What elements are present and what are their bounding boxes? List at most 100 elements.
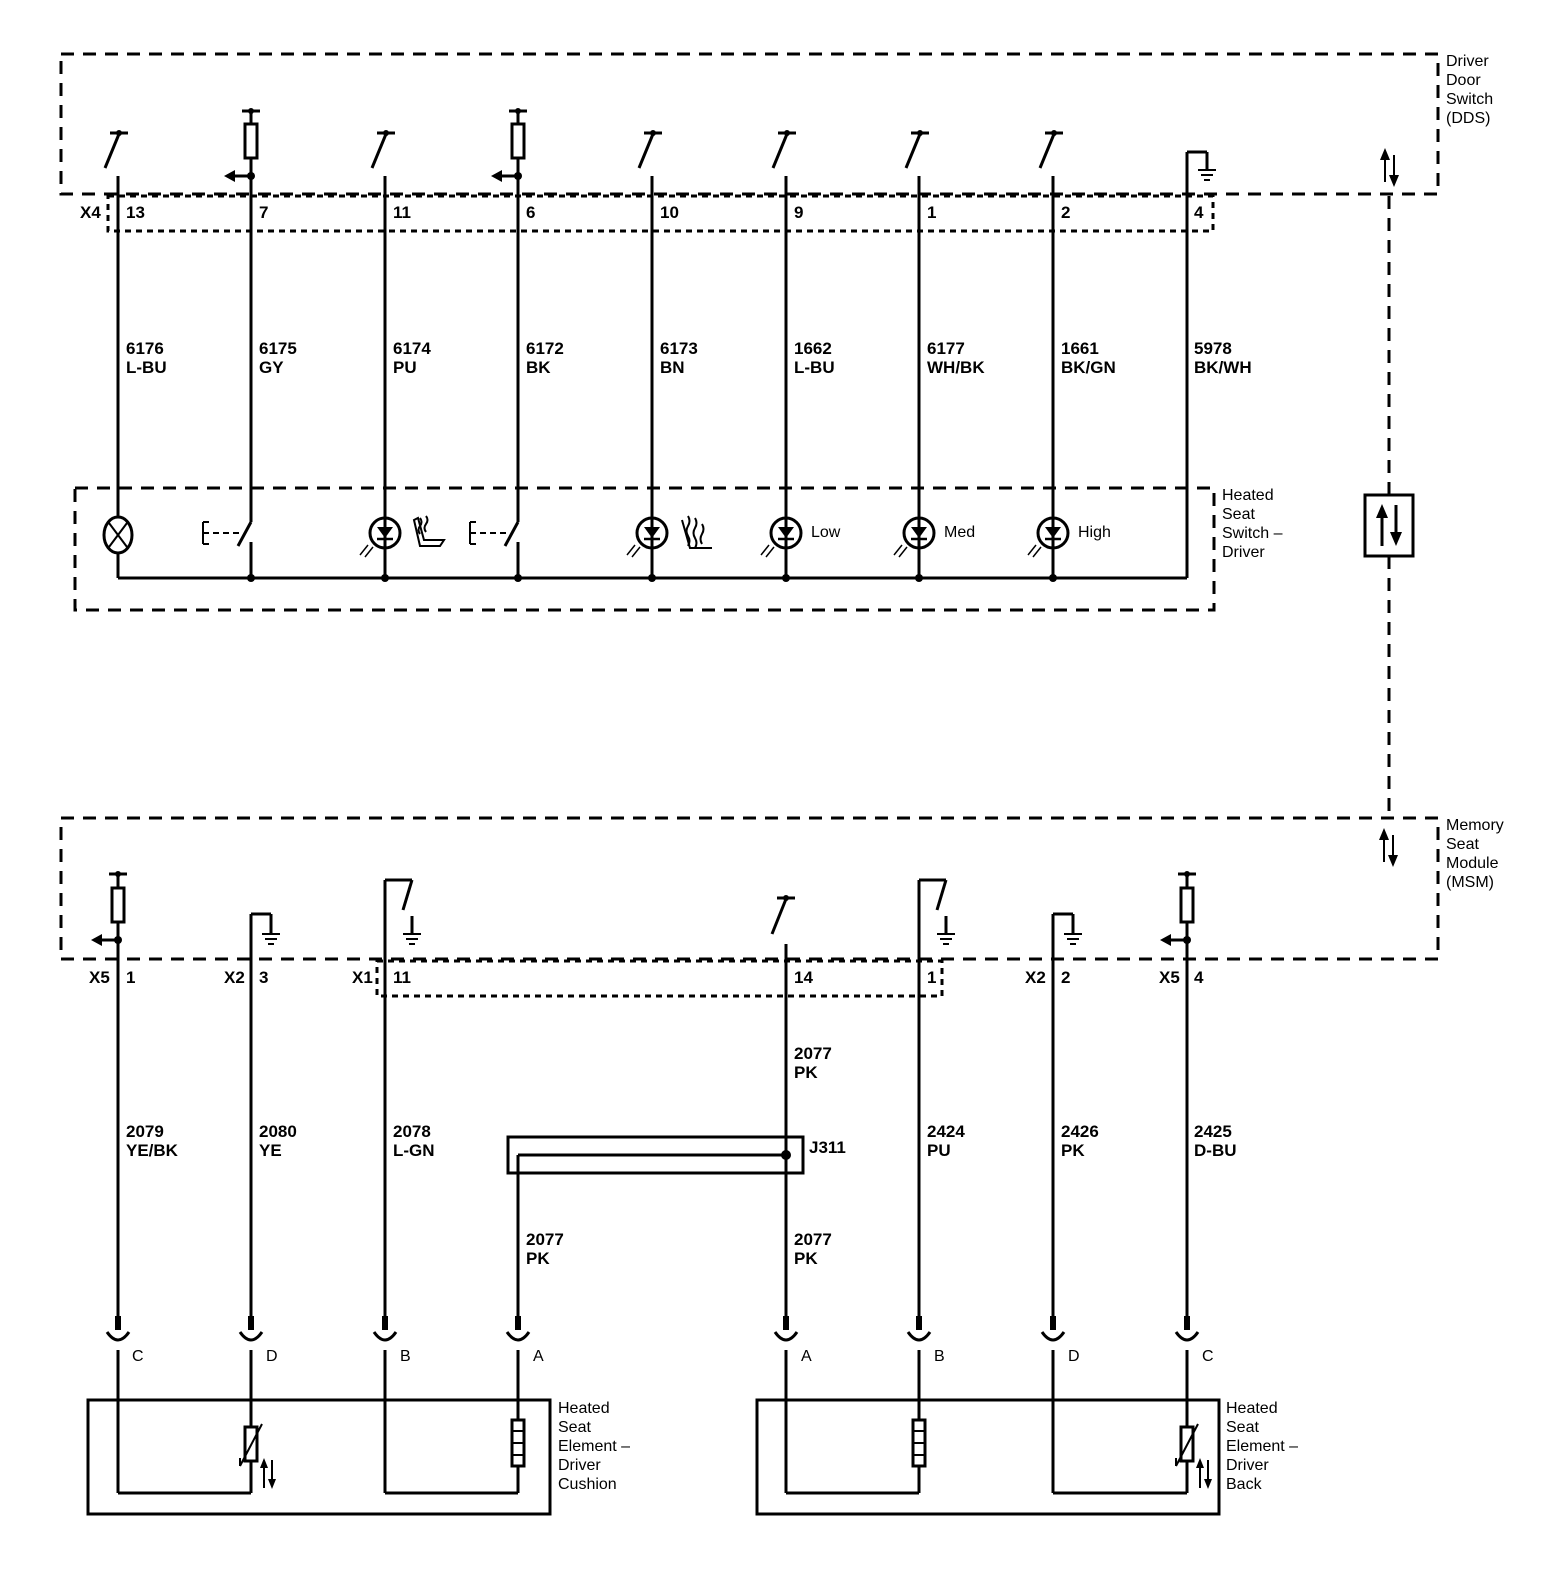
wire-circuit: 6172 — [526, 339, 564, 358]
heater-icon — [911, 1418, 927, 1468]
indicator-med: Med — [944, 524, 975, 541]
back-label-4: Driver — [1226, 1457, 1269, 1474]
heater-icon — [510, 1418, 526, 1468]
pin-label: 14 — [794, 968, 813, 987]
x1-connector-region — [375, 959, 944, 998]
wire-circuit: 6174 — [393, 339, 431, 358]
pin-label: 2 — [1061, 968, 1070, 987]
cushion-label-5: Cushion — [558, 1476, 617, 1493]
seat-back-heat-icon — [681, 515, 712, 549]
top-pins: 13 7 11 6 10 9 1 2 4 — [126, 203, 1204, 222]
wire-color: L-BU — [794, 358, 835, 377]
momentary-switch-icon — [202, 521, 253, 547]
switch-label-3: Switch – — [1222, 525, 1283, 542]
cushion-label-3: Element – — [558, 1438, 630, 1455]
wire-circuit: 2077 — [794, 1044, 832, 1063]
terminal-label: C — [1202, 1348, 1214, 1365]
wire-color: YE/BK — [126, 1141, 179, 1160]
fuse-icon — [1160, 871, 1196, 946]
pin-label: 4 — [1194, 968, 1204, 987]
wire-circuit: 1661 — [1061, 339, 1099, 358]
pin-7: 7 — [259, 203, 268, 222]
cushion-label-4: Driver — [558, 1457, 601, 1474]
ground-icon — [1187, 150, 1216, 181]
wire-color: PU — [927, 1141, 951, 1160]
pin-1: 1 — [927, 203, 936, 222]
wire-color: PK — [794, 1063, 818, 1082]
pin-label: 3 — [259, 968, 268, 987]
dds-label-3: Switch — [1446, 91, 1493, 108]
wire-circuit: 6175 — [259, 339, 297, 358]
wire-color: YE — [259, 1141, 282, 1160]
switch-label-4: Driver — [1222, 544, 1265, 561]
terminal-label: D — [266, 1348, 278, 1365]
led-icon — [760, 515, 803, 558]
lamp-icon — [102, 515, 134, 555]
serial-data-icon — [1363, 493, 1415, 558]
top-switch-contacts — [103, 130, 1063, 169]
heated-seat-cushion: Heated Seat Element – Driver Cushion — [86, 1350, 630, 1516]
pin-4: 4 — [1194, 203, 1204, 222]
msm-boundary — [59, 816, 1440, 961]
bottom-wires — [116, 880, 1189, 1320]
conn-label: X1 — [352, 968, 373, 987]
switch-icon — [385, 878, 421, 945]
top-wire-labels: 6176 L-BU 6175 GY 6174 PU 6172 BK 6173 B… — [126, 339, 1252, 377]
switch-icon — [904, 130, 929, 169]
wire-color: PU — [393, 358, 417, 377]
msm-label-1: Memory — [1446, 817, 1504, 834]
led-icon — [626, 515, 669, 558]
back-label-3: Element – — [1226, 1438, 1298, 1455]
top-pullup-resistors — [224, 108, 527, 182]
led-icon — [893, 515, 936, 558]
terminal-icon — [1040, 1316, 1066, 1342]
serial-data-icon — [1380, 148, 1399, 187]
ground-icon — [251, 912, 280, 945]
heated-seat-back: Heated Seat Element – Driver Back — [755, 1350, 1298, 1516]
bottom-wire-labels: 2079 YE/BK 2080 YE 2078 L-GN 2424 PU 242… — [126, 1044, 1237, 1268]
wire-circuit: 2425 — [1194, 1122, 1232, 1141]
cushion-boundary — [86, 1398, 552, 1516]
fuse-icon — [91, 871, 127, 946]
momentary-switch-icon — [469, 521, 520, 547]
back-boundary — [755, 1398, 1221, 1516]
pin-9: 9 — [794, 203, 803, 222]
wire-circuit: 2079 — [126, 1122, 164, 1141]
terminal-label: B — [934, 1348, 945, 1365]
serial-data-icon — [1379, 828, 1398, 867]
terminal-label: C — [132, 1348, 144, 1365]
terminal-icon — [105, 1316, 131, 1342]
thermistor-icon — [1175, 1423, 1212, 1489]
wire-circuit: 2078 — [393, 1122, 431, 1141]
splice-j311: J311 — [506, 1135, 846, 1175]
pin-label: 1 — [927, 968, 936, 987]
serial-data-link — [1363, 196, 1415, 816]
terminal-icon — [372, 1316, 398, 1342]
dds-label-1: Driver — [1446, 53, 1489, 70]
terminal-label: D — [1068, 1348, 1080, 1365]
pin-2: 2 — [1061, 203, 1070, 222]
led-icon — [359, 515, 402, 558]
wire-color: BK/GN — [1061, 358, 1116, 377]
wire-circuit: 6177 — [927, 339, 965, 358]
terminal-icon — [505, 1316, 531, 1342]
pin-10: 10 — [660, 203, 679, 222]
terminal-label: A — [533, 1348, 544, 1365]
back-label-1: Heated — [1226, 1400, 1278, 1417]
wire-color: PK — [1061, 1141, 1085, 1160]
pin-11: 11 — [393, 203, 411, 222]
conn-label: X5 — [89, 968, 110, 987]
fuse-icon — [224, 108, 260, 182]
thermistor-icon — [239, 1423, 276, 1489]
msm-label-3: Module — [1446, 855, 1499, 872]
wire-circuit: 2080 — [259, 1122, 297, 1141]
terminal-icon — [906, 1316, 932, 1342]
dds-label-4: (DDS) — [1446, 110, 1490, 127]
wire-color: WH/BK — [927, 358, 985, 377]
bottom-pins: X5 1 X2 3 X1 11 14 1 X2 2 X5 4 — [89, 968, 1204, 987]
msm-label-2: Seat — [1446, 836, 1479, 853]
wire-circuit: 1662 — [794, 339, 832, 358]
switch-icon — [370, 130, 395, 169]
heated-seat-switch-module: Heated Seat Switch – Driver — [73, 486, 1283, 612]
